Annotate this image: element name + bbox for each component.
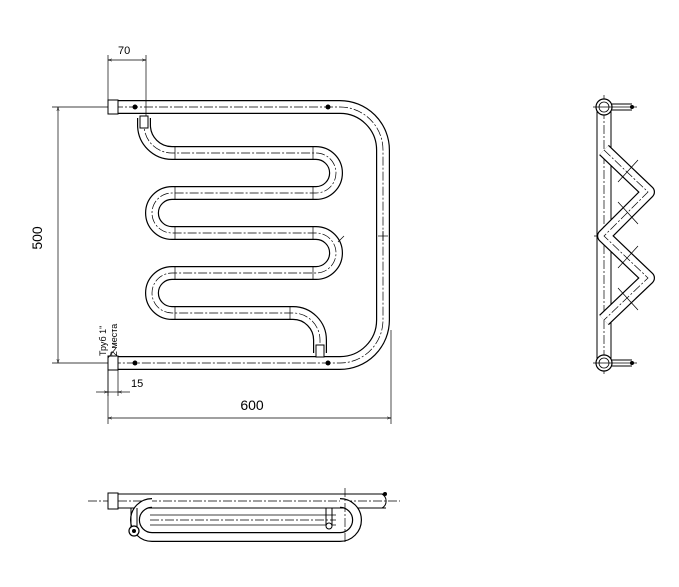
mounting-screw-top-right [325, 104, 331, 110]
pipe-note: Труб 1" 2 места [98, 324, 119, 359]
side-bottom-fitting [593, 354, 637, 372]
top-view-bracket-left [128, 508, 140, 537]
dimension-wall-label: 15 [131, 378, 143, 390]
center-mark-right [378, 231, 388, 241]
front-view: 70 500 600 15 Труб 1" [29, 45, 392, 424]
side-top-fitting [593, 98, 637, 116]
top-view-loop [130, 498, 362, 542]
dimension-width-label: 600 [240, 397, 264, 413]
pipe-note-line2: 2 места [109, 324, 119, 356]
flow-tick [337, 235, 345, 243]
serpentine-bottom-joint [315, 344, 325, 358]
weld-seams [174, 146, 314, 320]
top-view-end-mark [383, 492, 387, 496]
mounting-screw-bottom-right [325, 360, 331, 366]
mounting-screw-top-left [132, 104, 138, 110]
dimension-offset-label: 70 [118, 45, 130, 57]
side-view [593, 95, 655, 375]
top-view-bracket-right [325, 508, 333, 530]
dimension-height: 500 [29, 106, 108, 364]
side-hatch [617, 159, 639, 311]
top-view-nipple [107, 492, 119, 510]
dimension-width: 600 [107, 330, 392, 424]
dimension-wall: 15 [96, 370, 143, 396]
top-inlet-nipple [107, 99, 119, 115]
dimension-height-label: 500 [29, 226, 45, 250]
top-view-fitting-right [325, 522, 333, 530]
serpentine-top-joint [139, 115, 149, 129]
serpentine-pipe [137, 118, 343, 353]
pipe-note-line1: Труб 1" [98, 326, 108, 356]
mounting-screw-bottom-left [132, 360, 138, 366]
top-view [88, 488, 400, 544]
bottom-outlet-nipple [107, 355, 119, 371]
dimension-offset: 70 [107, 45, 147, 116]
side-zigzag [597, 144, 655, 326]
